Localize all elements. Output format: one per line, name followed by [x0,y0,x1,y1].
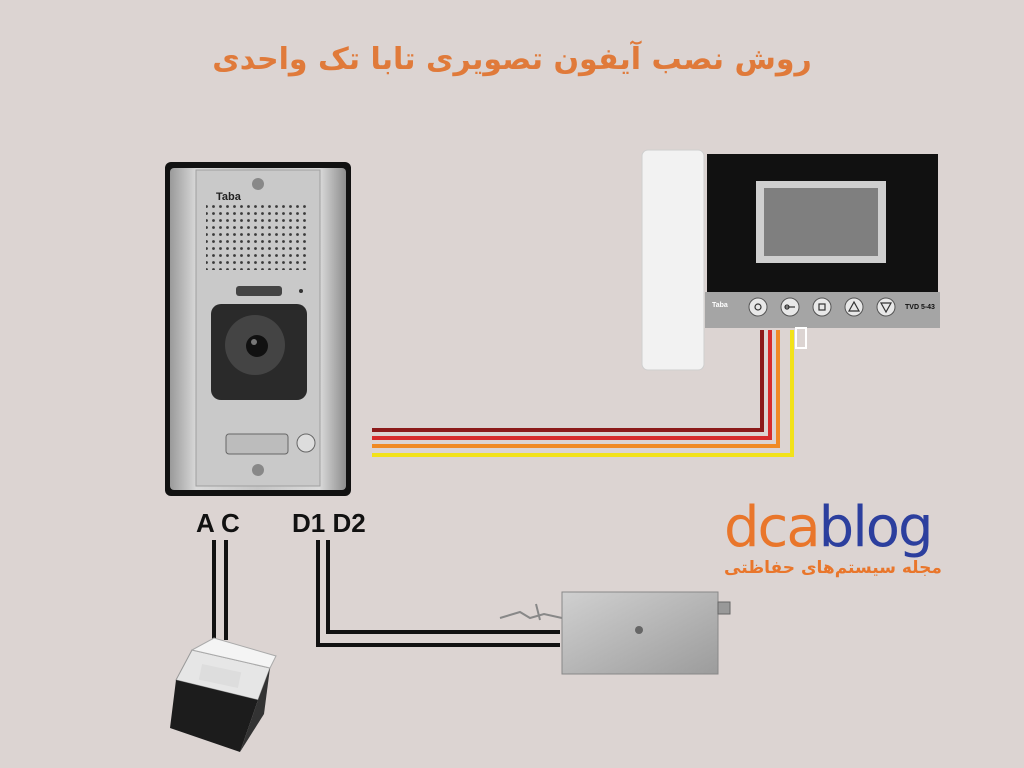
name-plate [225,433,289,455]
top-screw-icon [252,178,264,190]
lock-screw-icon [635,626,643,634]
monitor-connector [795,327,807,349]
lock-spring-icon [499,610,563,620]
door-panel: Taba [165,162,351,496]
diagram-title: روش نصب آیفون تصویری تابا تک واحدی [212,42,812,77]
ac-wires [212,540,228,640]
indicator-leds [236,286,282,296]
logo-dca: dca [724,495,821,560]
monitor-wire-bundle [372,330,794,457]
logo-subtitle: مجله سیستم‌های حفاظتی [724,558,942,578]
down-button-icon [876,297,896,317]
bottom-screw-icon [252,464,264,476]
power-supply [170,637,277,752]
handset [641,149,705,371]
camera-lens-icon [246,335,268,357]
door-lock [499,591,731,675]
monitor-model: TVD 5-43 [905,304,935,311]
terminal-ac-label: A C [196,508,240,538]
logo-blog: blog [818,495,934,560]
up-button-icon [844,297,864,317]
lock-wires [316,540,560,647]
dcablog-logo: dcablog مجله سیستم‌های حفاظتی [724,500,954,579]
menu-button-icon [812,297,832,317]
talk-button-icon [748,297,768,317]
monitor-screen [764,188,878,256]
speaker-grille [206,204,306,270]
call-button-icon [296,433,316,453]
monitor-unit: Taba TVD 5-43 [641,149,940,371]
terminal-d1d2-label: D1 D2 [292,508,366,538]
door-panel-brand: Taba [216,191,242,203]
monitor-brand: Taba [712,302,728,309]
